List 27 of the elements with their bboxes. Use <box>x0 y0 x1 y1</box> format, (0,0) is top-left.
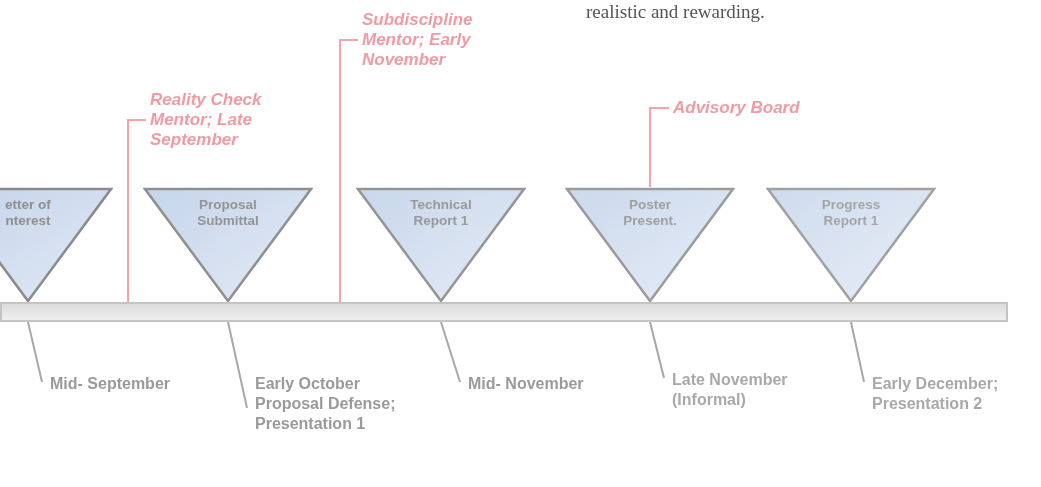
leader-line <box>649 107 670 188</box>
milestone-label: Poster Present. <box>622 197 678 229</box>
leader-line <box>339 39 359 303</box>
milestone-label: Progress Report 1 <box>820 197 882 229</box>
date-label: Early October Proposal Defense; Presentation 1 <box>255 374 415 434</box>
leader-line <box>649 321 665 379</box>
milestone-note: Reality Check Mentor; Late September <box>150 90 320 150</box>
date-label: Early December; Presentation 2 <box>872 374 1032 414</box>
milestone-label: etter of nterest <box>4 197 52 229</box>
timeline-bar <box>0 302 1008 322</box>
date-label: Mid- September <box>50 374 190 394</box>
date-label: Late November (Informal) <box>672 370 802 410</box>
paragraph-text: realistic and rewarding. <box>586 0 765 24</box>
leader-line <box>850 321 865 383</box>
milestone-label: Technical Report 1 <box>409 197 473 229</box>
milestone-triangle <box>143 187 313 302</box>
leader-line <box>440 321 461 383</box>
milestone-triangle <box>565 187 735 302</box>
milestone-note: Subdiscipline Mentor; Early November <box>362 10 532 70</box>
milestone-label: Proposal Submittal <box>196 197 260 229</box>
leader-line <box>27 321 43 383</box>
milestone-note: Advisory Board <box>673 98 873 118</box>
leader-line <box>127 119 147 303</box>
date-label: Mid- November <box>468 374 598 394</box>
milestone-triangle <box>766 187 936 302</box>
milestone-triangle <box>356 187 526 302</box>
leader-line <box>227 321 248 409</box>
